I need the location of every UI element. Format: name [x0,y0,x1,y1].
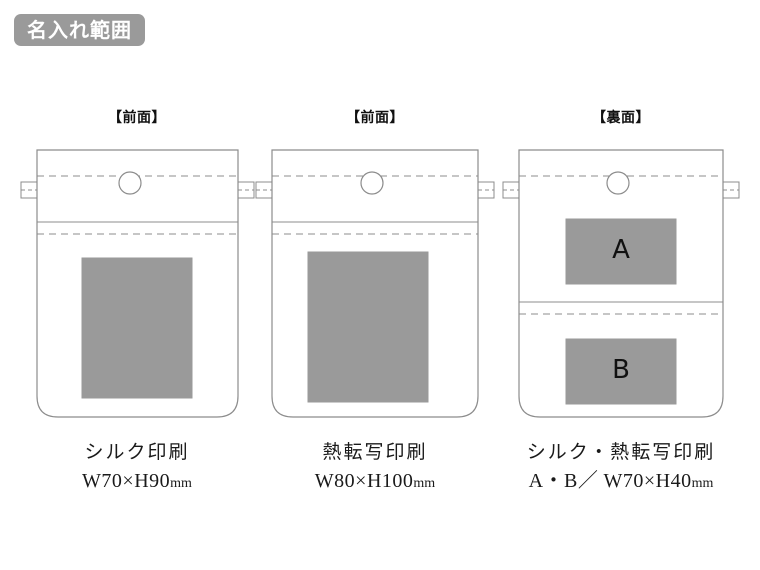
caption-size-back: A・B／ W70×H40mm [496,467,746,498]
print-area-rect-a [565,218,677,285]
print-area-label-a: A [612,235,630,265]
caption-method-silk: シルク印刷 [84,442,190,463]
print-area-label-b: B [612,355,630,385]
print-area-panel-back: 【裏面】 A B シルク・熱転写印刷 A・B／ W70×H40mm [496,108,746,498]
bag-illustration-front-thermal [250,136,500,431]
caption-back: シルク・熱転写印刷 A・B／ W70×H40mm [496,439,746,498]
caption-size-value-thermal: W80×H100 [314,470,414,492]
print-area-panel-thermal: 【前面】 熱転写印刷 W80×H100mm [250,108,500,498]
print-area-rect-b [565,338,677,405]
panel-title-front: 【前面】 [108,110,166,126]
caption-size-unit-silk: mm [170,476,192,491]
bag-illustration-back: A B [496,136,746,431]
caption-thermal: 熱転写印刷 W80×H100mm [250,439,500,498]
bag-illustration-front-silk [12,136,262,431]
caption-size-thermal: W80×H100mm [250,467,500,498]
caption-method-thermal: 熱転写印刷 [322,442,428,463]
grommet-circle [360,171,384,195]
panel-title-front-2: 【前面】 [346,110,404,126]
caption-method-back: シルク・熱転写印刷 [526,442,716,463]
panel-title-back: 【裏面】 [592,110,650,126]
caption-size-value-back: A・B／ W70×H40 [528,470,692,492]
section-title-badge: 名入れ範囲 [14,14,145,46]
print-area-rect [81,257,193,399]
section-title-text: 名入れ範囲 [27,18,132,42]
caption-silk: シルク印刷 W70×H90mm [12,439,262,498]
print-area-rect [307,251,429,403]
caption-size-value-silk: W70×H90 [82,470,171,492]
print-area-panel-silk: 【前面】 シルク印刷 W70×H90m [12,108,262,498]
caption-size-unit-thermal: mm [413,476,436,491]
grommet-circle [118,171,142,195]
caption-size-unit-back: mm [691,476,714,491]
caption-size-silk: W70×H90mm [12,467,262,498]
grommet-circle [606,171,630,195]
